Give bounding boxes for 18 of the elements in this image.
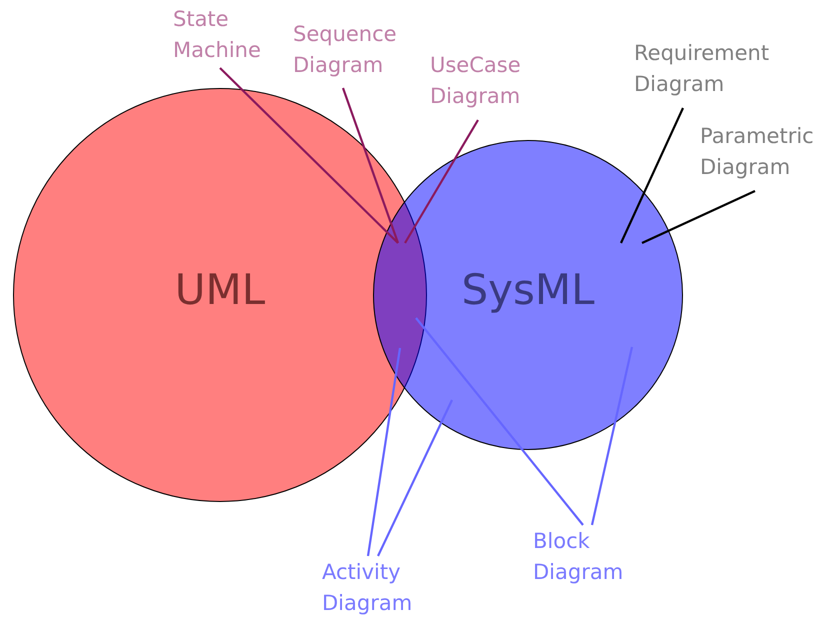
leader-line	[620, 108, 684, 244]
leader-line	[342, 88, 400, 244]
callout-label: Activity Diagram	[322, 557, 422, 617]
callout-label: UseCase Diagram	[430, 50, 530, 112]
leader-line	[219, 67, 399, 244]
callout-label: Requirement Diagram	[634, 38, 784, 100]
leader-line	[642, 190, 756, 244]
leader-line	[590, 346, 634, 526]
leader-line	[377, 400, 453, 556]
callout-label: Block Diagram	[533, 526, 633, 588]
leader-line	[404, 119, 479, 244]
set-label: SysML	[460, 265, 596, 314]
callout-label: State Machine	[173, 4, 273, 66]
callout-label: Sequence Diagram	[293, 19, 403, 81]
leader-line	[415, 317, 584, 526]
callout-label: Parametric Diagram	[700, 121, 812, 183]
set-label: UML	[174, 265, 266, 314]
leader-line	[366, 348, 402, 556]
